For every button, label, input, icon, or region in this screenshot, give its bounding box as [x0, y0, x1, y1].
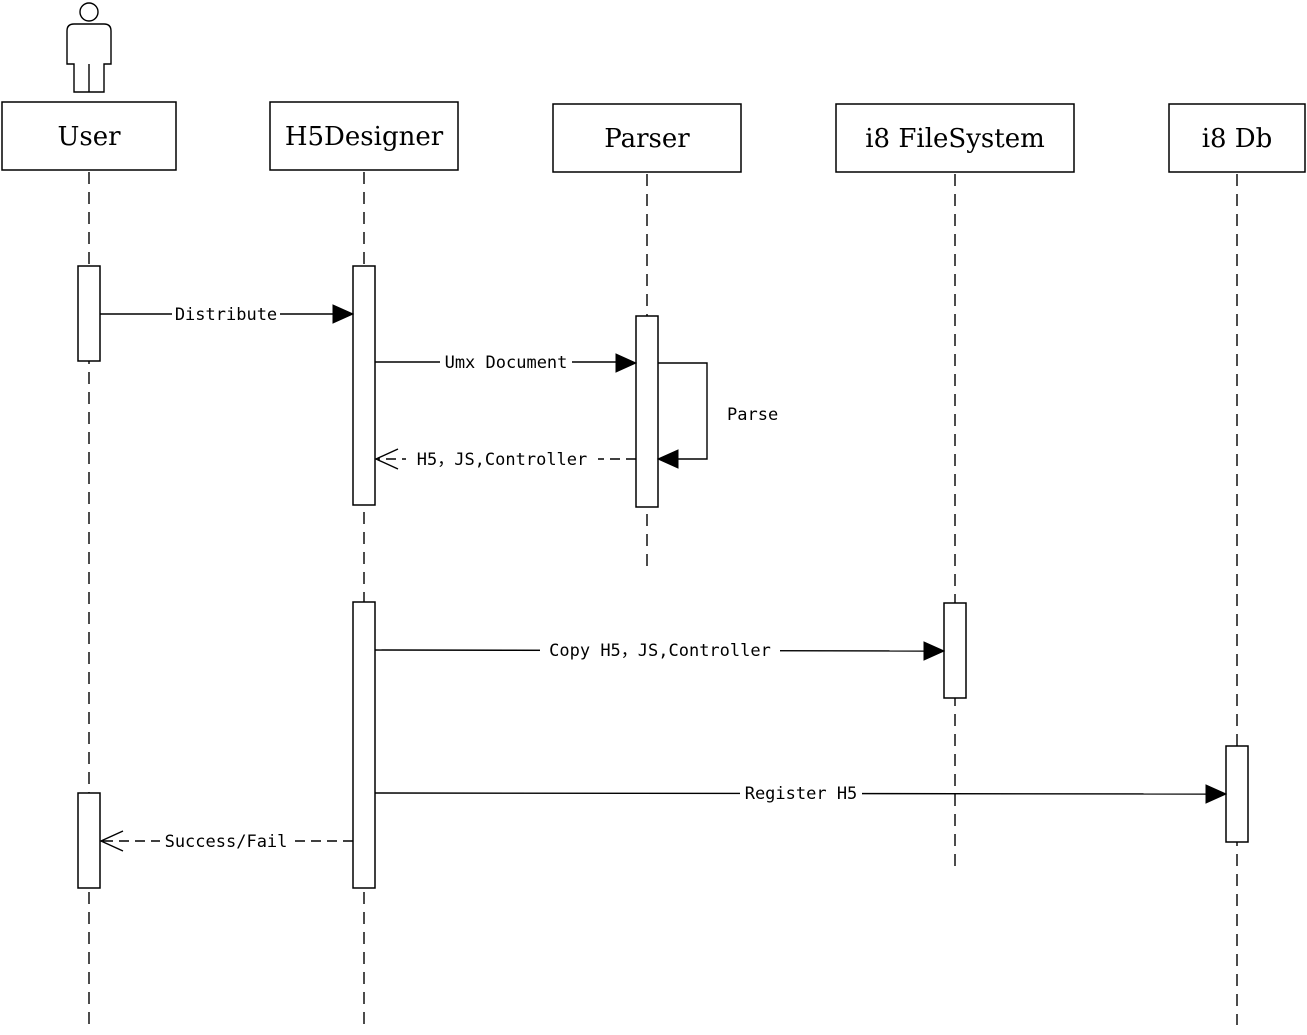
participant-name-filesystem: i8 FileSystem [865, 124, 1045, 154]
participant-filesystem: i8 FileSystem [835, 103, 1075, 173]
activation-h5designer-2 [352, 601, 376, 889]
arrowhead-solid-icon [332, 304, 355, 324]
activation-parser-1 [635, 315, 659, 508]
message-success-fail-return: Success/Fail [99, 830, 353, 852]
message-distribute: Distribute [100, 303, 355, 325]
activation-user-2 [77, 792, 101, 889]
message-label-copy-h5: Copy H5，JS,Controller [549, 641, 771, 661]
message-label-umx-document: Umx Document [445, 353, 568, 373]
participant-h5designer: H5Designer [269, 101, 459, 171]
message-parse-self: Parse [656, 362, 778, 469]
activation-db-1 [1225, 745, 1249, 843]
arrowhead-solid-icon [923, 641, 946, 661]
participant-name-parser: Parser [604, 124, 690, 154]
arrowhead-open-icon [99, 830, 124, 852]
message-label-distribute: Distribute [175, 305, 277, 325]
arrowhead-solid-icon [1205, 784, 1228, 804]
participant-name-h5designer: H5Designer [285, 122, 444, 152]
participant-name-db: i8 Db [1202, 124, 1273, 154]
participant-db: i8 Db [1168, 103, 1306, 173]
activation-filesystem-1 [943, 602, 967, 699]
message-label-success-fail: Success/Fail [165, 832, 288, 852]
message-umx-document: Umx Document [375, 351, 638, 373]
arrowhead-solid-icon [615, 353, 638, 373]
message-register-h5: Register H5 [374, 782, 1228, 804]
message-h5-js-controller-return: H5，JS,Controller [374, 448, 636, 470]
message-label-h5-js-controller: H5，JS,Controller [417, 450, 588, 470]
activation-h5designer-1 [352, 265, 376, 506]
participant-user: User [1, 101, 177, 171]
message-label-register-h5: Register H5 [745, 784, 858, 804]
participant-parser: Parser [552, 103, 742, 173]
participant-name-user: User [57, 122, 121, 152]
arrowhead-open-icon [374, 448, 399, 470]
message-label-parse: Parse [727, 405, 778, 425]
user-actor-icon [66, 2, 112, 93]
message-copy-h5: Copy H5，JS,Controller [374, 639, 946, 661]
activation-user-1 [77, 265, 101, 362]
arrowhead-solid-icon [656, 449, 679, 469]
